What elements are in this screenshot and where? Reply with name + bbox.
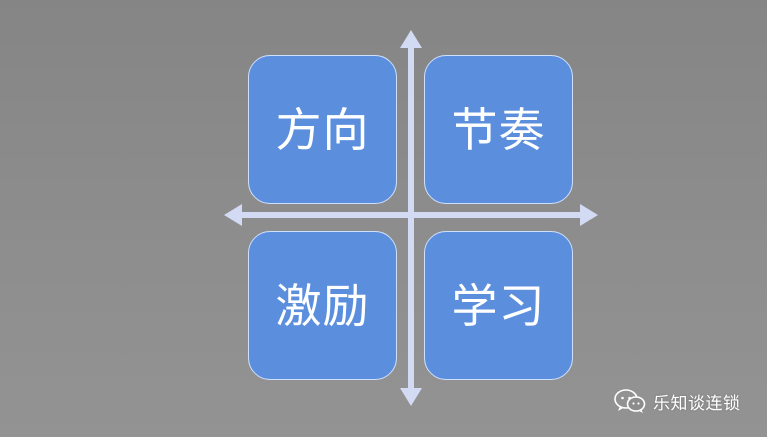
- quadrant-label-bottom-left: 激励: [275, 278, 370, 333]
- quadrant-learning: 学习: [424, 231, 573, 380]
- quadrant-label-top-left: 方向: [275, 102, 370, 157]
- quadrant-rhythm: 节奏: [424, 55, 573, 204]
- watermark: 乐知谈连锁: [613, 387, 741, 415]
- quadrant-label-top-right: 节奏: [451, 102, 546, 157]
- wechat-icon: [614, 389, 646, 413]
- quadrant-incentive: 激励: [248, 231, 397, 380]
- arrow-right: [580, 204, 598, 226]
- quadrant-direction: 方向: [248, 55, 397, 204]
- arrow-down: [400, 388, 422, 406]
- arrow-up: [400, 30, 422, 48]
- watermark-text: 乐知谈连锁: [653, 393, 741, 414]
- arrow-left: [224, 204, 242, 226]
- quadrant-label-bottom-right: 学习: [451, 278, 546, 333]
